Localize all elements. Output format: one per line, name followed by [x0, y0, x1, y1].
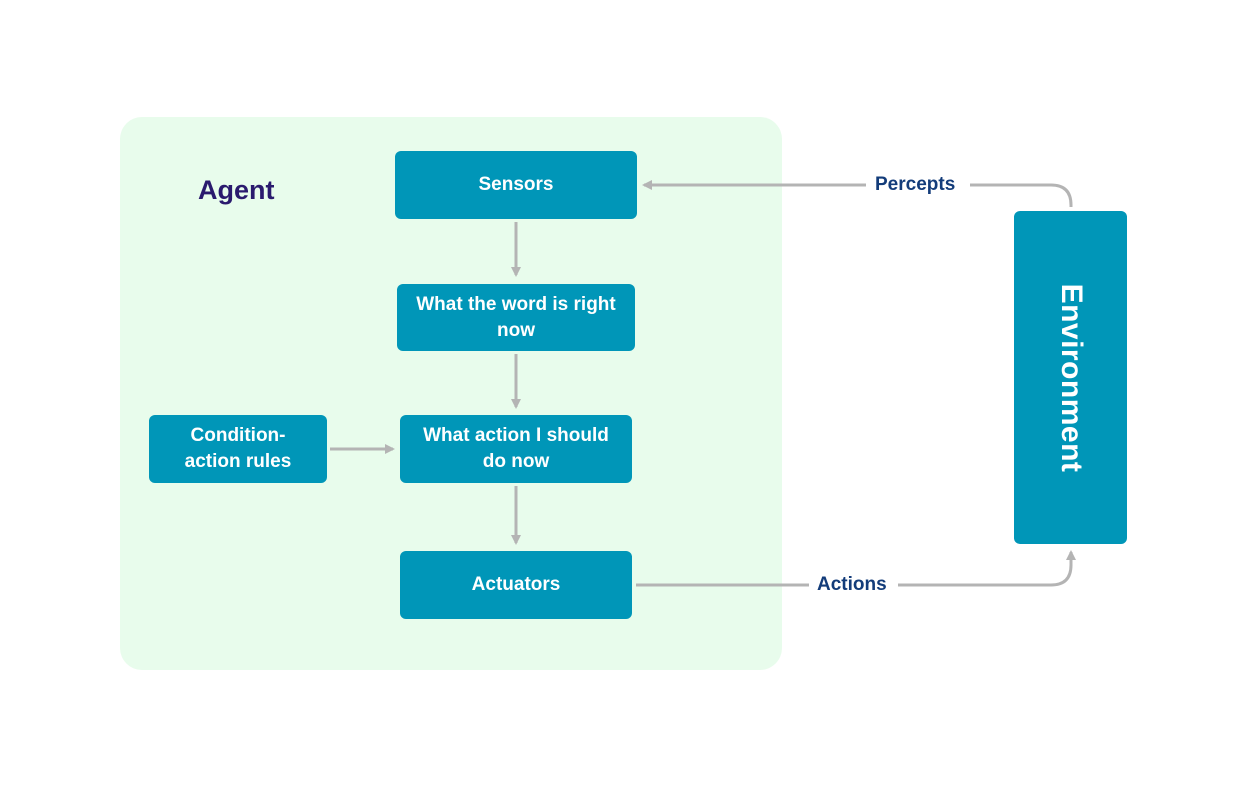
environment-node: Environment: [1014, 211, 1127, 544]
action-decision-node: What action I should do now: [400, 415, 632, 483]
environment-label: Environment: [1054, 283, 1088, 472]
sensors-label: Sensors: [478, 174, 554, 195]
percepts-label: Percepts: [875, 174, 956, 195]
arrow-percepts: [970, 183, 1073, 207]
world-state-node: What the word is right now: [397, 284, 635, 351]
actions-label: Actions: [817, 574, 887, 595]
condition-action-rules-node: Condition-action rules: [149, 415, 327, 483]
actuators-node: Actuators: [400, 551, 632, 619]
action-decision-label: What action I should do now: [423, 425, 609, 472]
condition-action-rules-label: Condition-action rules: [184, 425, 292, 472]
world-state-label: What the word is right now: [416, 293, 616, 341]
arrow-actions: [898, 550, 1076, 587]
agent-title: Agent: [198, 175, 275, 205]
actuators-label: Actuators: [471, 574, 561, 595]
sensors-node: Sensors: [395, 151, 637, 219]
